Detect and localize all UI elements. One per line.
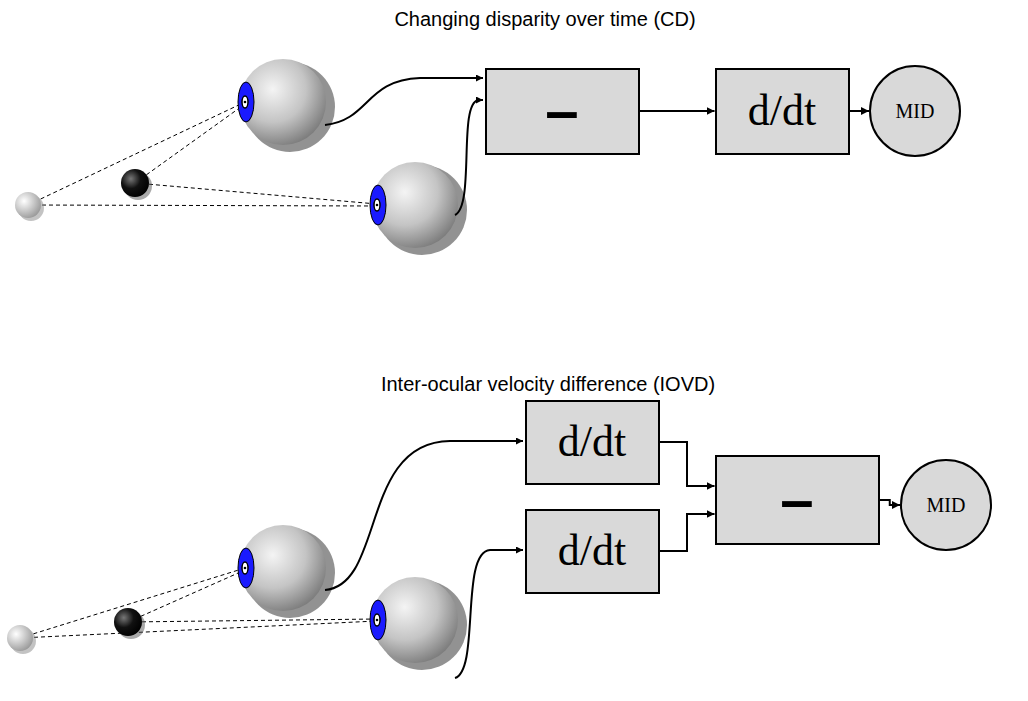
arrow-connector <box>880 500 901 505</box>
node-text: d/dt <box>558 418 626 466</box>
mid-circle: MID <box>900 459 992 551</box>
node-text: d/dt <box>748 87 816 135</box>
arrow-connector <box>850 110 870 112</box>
nerve-wire <box>325 441 523 678</box>
subtract-box: – <box>485 68 640 155</box>
mid-circle: MID <box>869 65 961 157</box>
sphere-objects <box>7 608 145 654</box>
derivative-box: d/dt <box>715 68 850 155</box>
arrow-connector <box>640 110 715 112</box>
node-text: – <box>545 78 578 144</box>
arrow-connector <box>660 442 715 486</box>
sphere-objects <box>15 169 152 221</box>
arrow-connector <box>660 514 715 551</box>
eye-symbol <box>370 162 467 255</box>
node-text: d/dt <box>558 527 626 575</box>
node-text: MID <box>927 494 966 516</box>
eye-symbol <box>238 525 335 618</box>
heading-label: Inter-ocular velocity difference (IOVD) <box>381 373 715 396</box>
eye-symbol <box>370 577 467 670</box>
nerve-wire <box>325 78 483 215</box>
derivative-box: d/dt <box>525 509 660 594</box>
node-text: – <box>780 467 813 533</box>
heading-label: Changing disparity over time (CD) <box>394 8 695 31</box>
subtract-box: – <box>715 455 880 545</box>
eye-symbol <box>238 59 335 152</box>
derivative-box: d/dt <box>525 400 660 485</box>
node-text: MID <box>896 100 935 122</box>
